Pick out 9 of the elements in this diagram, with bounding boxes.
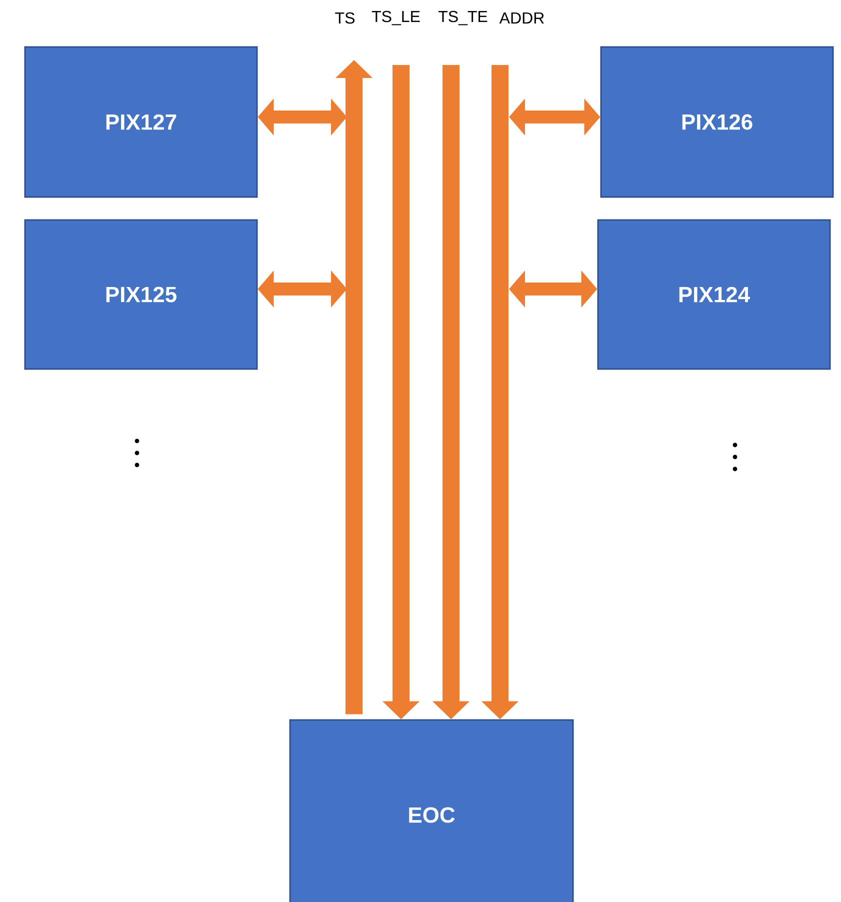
- edge-label: TS_LE: [372, 10, 420, 26]
- block-box: PIX124: [597, 219, 831, 370]
- block-box: PIX126: [600, 46, 834, 198]
- edge-label: TS: [335, 12, 354, 24]
- block-box: PIX127: [24, 46, 258, 198]
- block-box: EOC: [289, 719, 574, 902]
- block-box: PIX125: [24, 219, 258, 370]
- edge-label: TS_TE: [438, 10, 488, 26]
- edge-label: ADDR: [499, 12, 544, 24]
